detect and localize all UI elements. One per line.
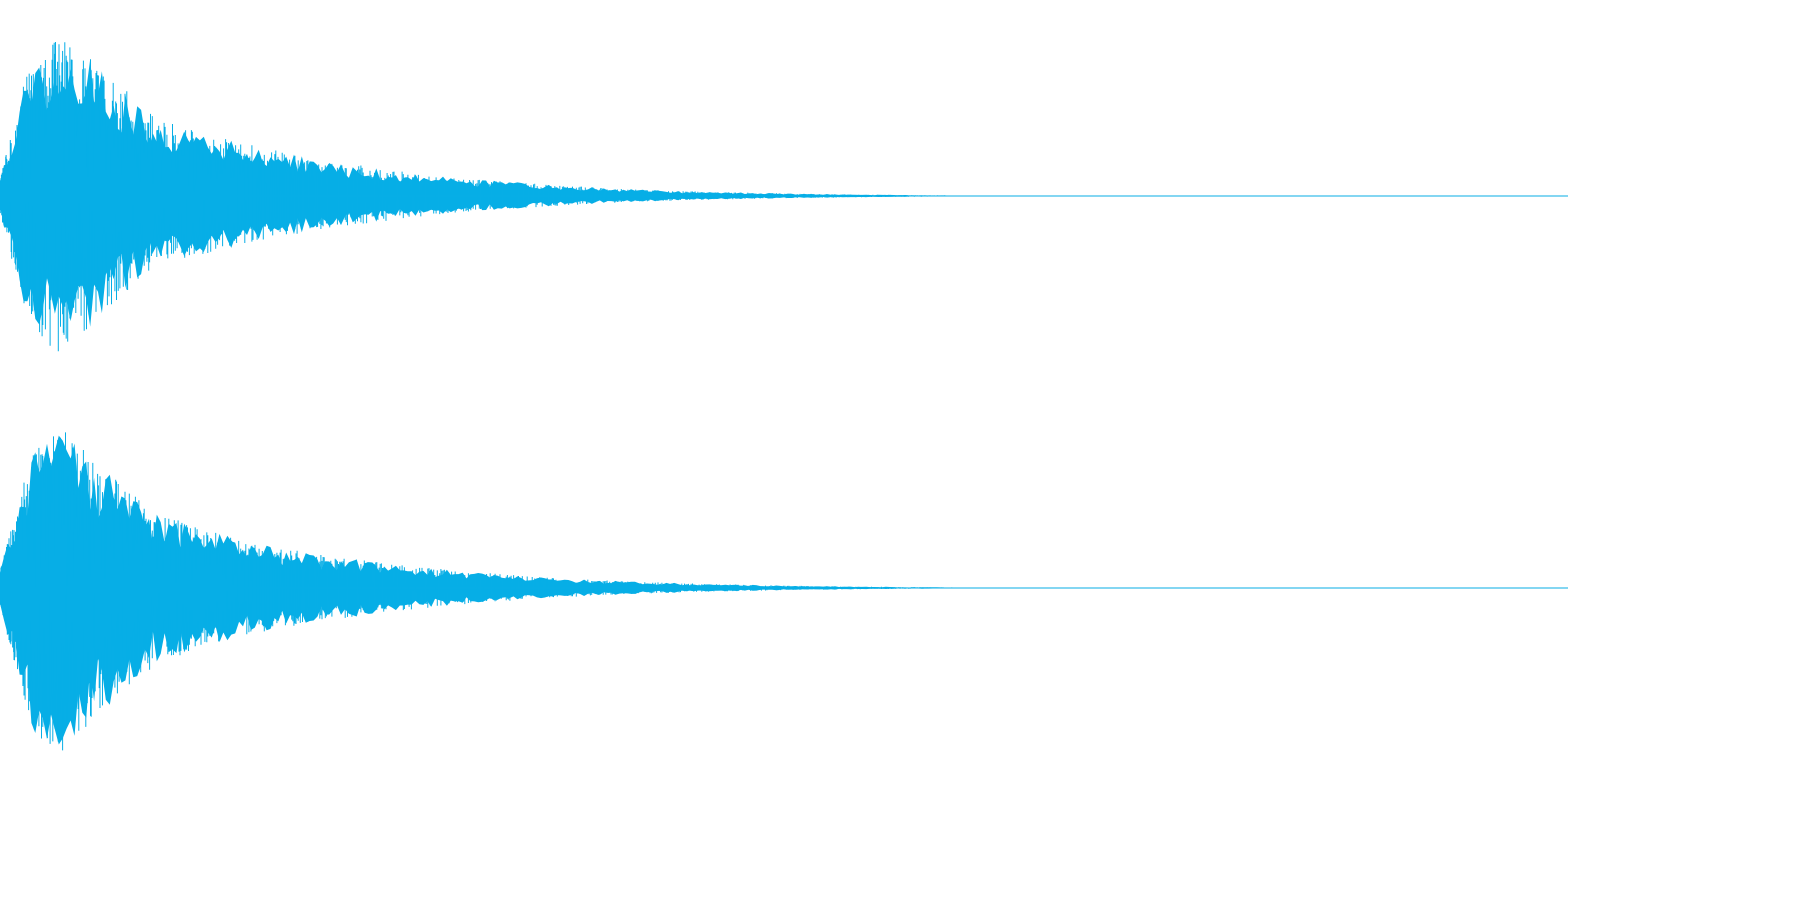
channels xyxy=(0,42,1568,751)
waveform-channel-2 xyxy=(0,432,1568,751)
waveform-samples-2 xyxy=(0,432,972,751)
waveform-channel-1 xyxy=(0,42,1568,352)
